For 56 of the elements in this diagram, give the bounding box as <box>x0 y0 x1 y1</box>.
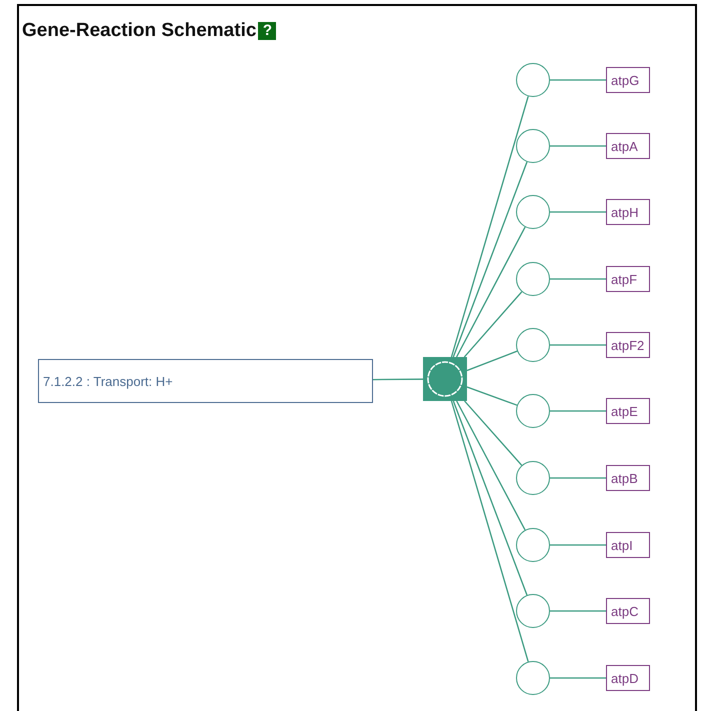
connector-line <box>550 410 606 412</box>
gene-box <box>606 133 650 159</box>
enzyme-circle <box>516 195 550 229</box>
help-button: ? <box>258 22 276 40</box>
gene-name: atpF <box>611 272 638 286</box>
connector-line <box>464 400 522 466</box>
gene-box <box>606 266 650 292</box>
gene-name: atpI <box>611 538 633 552</box>
gene-name: atpF2 <box>611 338 644 352</box>
gene-name: atpG <box>611 72 640 88</box>
gene-name: atpB <box>611 470 638 486</box>
connector-line <box>550 278 606 280</box>
enzyme-circle <box>516 328 550 362</box>
reaction-box <box>38 359 373 403</box>
connector-line <box>466 350 518 372</box>
gene-name: atpH <box>611 204 638 220</box>
connector-line <box>550 344 606 346</box>
connector-line <box>456 400 526 530</box>
reaction-square <box>423 357 467 401</box>
connector-line <box>450 400 529 662</box>
enzyme-circle <box>516 461 550 495</box>
connector-line <box>464 291 522 358</box>
gene-name: atpC <box>611 604 638 618</box>
connector-line <box>456 226 526 358</box>
enzyme-circle <box>516 594 550 628</box>
connector-line <box>550 544 606 546</box>
connector-line <box>452 162 528 358</box>
enzyme-circle <box>516 63 550 97</box>
enzyme-circle <box>516 394 550 428</box>
gene-box <box>606 332 650 358</box>
enzyme-circle <box>516 262 550 296</box>
gene-name: atpE <box>611 404 638 418</box>
connector-line <box>550 677 606 679</box>
diagram-title: Gene-Reaction Schematic <box>22 20 256 42</box>
gene-box <box>606 199 650 225</box>
gene-box <box>606 398 650 424</box>
connector-line <box>550 211 606 213</box>
gene-name: atpA <box>611 138 638 154</box>
enzyme-circle <box>516 661 550 695</box>
connector-line <box>450 96 529 358</box>
gene-box <box>606 67 650 93</box>
gene-name: atpD <box>611 670 638 686</box>
connector-line <box>550 145 606 147</box>
gene-box <box>606 665 650 691</box>
enzyme-circle <box>516 129 550 163</box>
connector-line <box>373 378 423 380</box>
connector-line <box>550 477 606 479</box>
enzyme-circle <box>516 528 550 562</box>
reaction-label: 7.1.2.2 : Transport: H+ <box>43 374 173 388</box>
gene-box <box>606 465 650 491</box>
connector-line <box>452 400 528 596</box>
gene-box <box>606 598 650 624</box>
connector-line <box>466 386 518 406</box>
connector-line <box>550 79 606 81</box>
gene-box <box>606 532 650 558</box>
connector-line <box>550 610 606 612</box>
